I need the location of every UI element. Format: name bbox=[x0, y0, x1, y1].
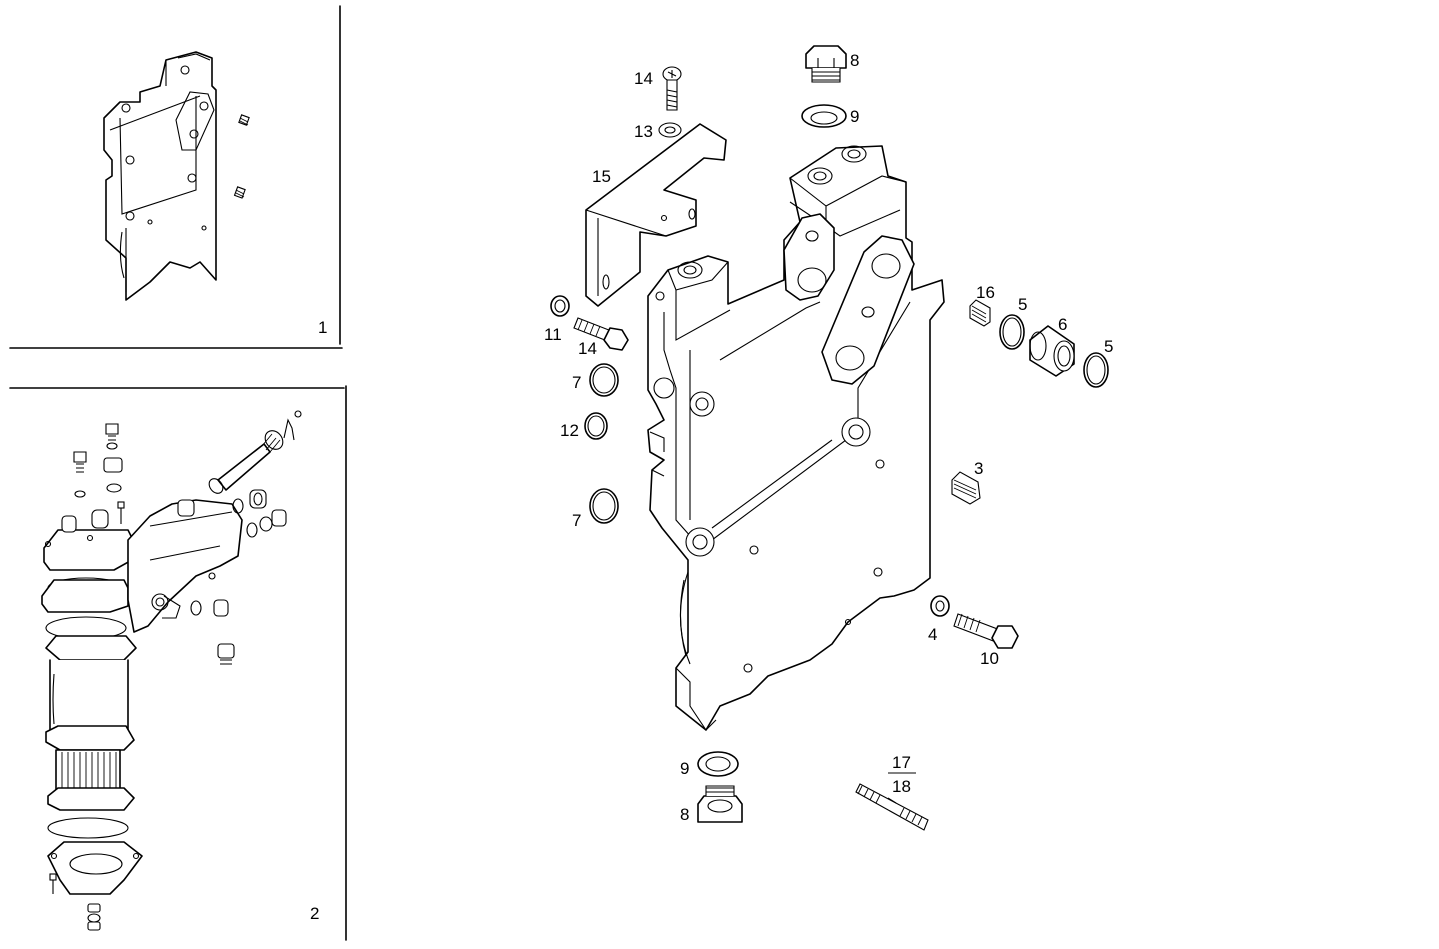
inset-1-plug-a bbox=[238, 114, 250, 126]
part-10-bolt bbox=[953, 613, 1019, 649]
callout-17: 17 bbox=[892, 753, 911, 772]
callout-5-left: 5 bbox=[1018, 295, 1027, 314]
callout-13: 13 bbox=[634, 122, 653, 141]
inset-2-threaded-shaft bbox=[208, 430, 284, 494]
part-12-oring bbox=[584, 412, 608, 440]
part-9-washer-top bbox=[801, 104, 847, 128]
inset-2-manifold bbox=[127, 499, 243, 633]
inset-2-screw bbox=[117, 501, 125, 524]
inset-2-clip bbox=[283, 410, 302, 441]
part-7-oring-upper bbox=[589, 363, 619, 397]
callout-9-top: 9 bbox=[850, 107, 859, 126]
part-16-insert bbox=[969, 299, 991, 327]
part-4-washer bbox=[930, 595, 950, 617]
inset-1-thumbnail: 1 bbox=[9, 5, 343, 349]
inset-2-nut bbox=[103, 457, 123, 493]
callout-8-bottom: 8 bbox=[680, 805, 689, 824]
callout-16: 16 bbox=[976, 283, 995, 302]
inset-1-valve-body bbox=[103, 51, 217, 301]
inset-2-oring-small bbox=[190, 599, 229, 617]
callout-8-top: 8 bbox=[850, 51, 859, 70]
inset-2-bottom-bolt bbox=[49, 873, 57, 894]
inset-2-fitting-a bbox=[232, 489, 267, 514]
inset-2-label: 2 bbox=[310, 904, 319, 923]
part-3-insert bbox=[951, 471, 981, 505]
callout-14-left: 14 bbox=[578, 339, 597, 358]
part-8-plug-top bbox=[805, 45, 847, 83]
part-15-bracket bbox=[585, 123, 727, 307]
callout-4: 4 bbox=[928, 625, 937, 644]
part-5-oring-right bbox=[1083, 352, 1109, 388]
callout-18: 18 bbox=[892, 777, 911, 796]
inset-1-plug-b bbox=[233, 186, 246, 199]
callout-10: 10 bbox=[980, 649, 999, 668]
inset-2-bottom-plug bbox=[87, 903, 101, 931]
part-6-sleeve bbox=[1029, 325, 1075, 377]
part-13-washer bbox=[658, 122, 682, 138]
part-11-seal bbox=[550, 295, 570, 317]
main-valve-body bbox=[647, 145, 945, 731]
callout-labels: 14 13 15 8 9 11 14 7 12 7 16 5 6 5 3 4 1… bbox=[544, 51, 1113, 824]
inset-2-fitting-b bbox=[246, 509, 287, 538]
part-7-oring-lower bbox=[589, 488, 619, 524]
inset-1-label: 1 bbox=[318, 318, 327, 337]
callout-7-lower: 7 bbox=[572, 511, 581, 530]
inset-2-thumbnail: 2 bbox=[9, 385, 347, 941]
part-14-screw-top bbox=[662, 66, 682, 111]
part-8-plug-bottom bbox=[697, 785, 743, 823]
inset-2-filter-housing bbox=[41, 509, 143, 895]
callout-6: 6 bbox=[1058, 315, 1067, 334]
callout-9-bottom: 9 bbox=[680, 759, 689, 778]
callout-3: 3 bbox=[974, 459, 983, 478]
inset-2-plug-left bbox=[73, 451, 87, 498]
callout-12: 12 bbox=[560, 421, 579, 440]
inset-2-plug-lower bbox=[217, 643, 235, 665]
callout-15: 15 bbox=[592, 167, 611, 186]
inset-2-plug-top bbox=[105, 423, 119, 450]
callout-14-top: 14 bbox=[634, 69, 653, 88]
callout-5-right: 5 bbox=[1104, 337, 1113, 356]
part-14-screw-left bbox=[573, 317, 629, 351]
part-17-18-stud bbox=[855, 783, 929, 831]
callout-7-upper: 7 bbox=[572, 373, 581, 392]
part-9-washer-bottom bbox=[697, 751, 739, 777]
callout-11: 11 bbox=[544, 325, 562, 344]
part-5-oring-left bbox=[999, 314, 1025, 350]
